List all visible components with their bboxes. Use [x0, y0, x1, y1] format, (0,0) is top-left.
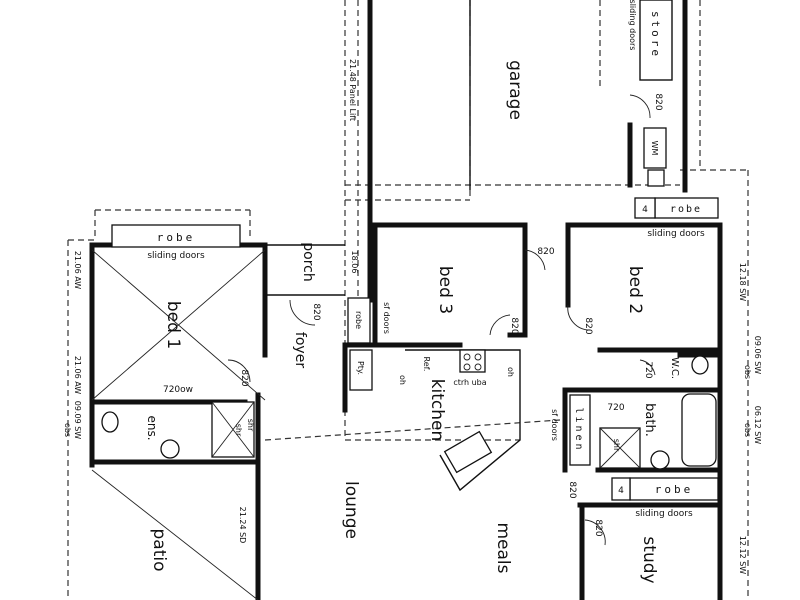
ens-toilet — [101, 411, 119, 433]
wm-box — [643, 127, 667, 169]
label-ref: Ref. — [422, 357, 431, 372]
room-patio: patio — [149, 529, 169, 572]
cooktop — [459, 349, 486, 373]
wc-toilet — [691, 355, 709, 375]
room-bed3: bed 3 — [435, 266, 455, 314]
walls — [89, 0, 723, 600]
ens-basin — [160, 439, 180, 459]
label-pty: Pty. — [356, 361, 365, 375]
label-sliding-doors-bed1: sliding doors — [147, 251, 205, 261]
label-sf-doors-linen: sf doors — [550, 409, 559, 441]
room-garage: garage — [505, 60, 525, 120]
pantry — [349, 349, 373, 391]
door-820-foyer: 820 — [311, 303, 321, 320]
label-wm: WM — [650, 141, 659, 156]
room-bed2: bed 2 — [625, 266, 645, 314]
room-bath: bath. — [642, 403, 657, 437]
label-sliding-doors-bed2: sliding doors — [647, 229, 705, 239]
label-sliding-doors-store: sliding doors — [628, 0, 637, 50]
room-kitchen: kitchen — [427, 379, 447, 442]
linen-cupboard — [569, 394, 591, 466]
label-wc: W.C. — [669, 357, 680, 379]
label-oh: oh — [398, 375, 407, 385]
dim-left-low: 09.09 SW — [73, 401, 82, 440]
label-shr-kitchen: shr — [246, 419, 255, 432]
room-ens: ens. — [145, 415, 159, 440]
label-oh2: oh — [506, 367, 515, 377]
door-720-bath: 720 — [607, 403, 624, 413]
dim-left-top: 21.06 AW — [73, 251, 82, 289]
num-4-top: 4 — [642, 205, 648, 215]
door-720-wc: 720 — [643, 361, 653, 378]
room-porch: porch — [300, 242, 316, 281]
robe-bed1 — [111, 224, 241, 248]
room-study: study — [639, 536, 659, 583]
door-820-garage: 820 — [653, 93, 663, 110]
room-bed1: bed 1 — [163, 301, 183, 349]
dim-right-mid: 09.06 SW — [753, 336, 762, 375]
bed1-diagonals — [91, 249, 266, 600]
dim-patio: 21.24 SD — [238, 507, 247, 544]
robe-bed3 — [347, 297, 371, 344]
label-sf-doors-bed3: sf doors — [382, 302, 391, 334]
dim-right-top: 12.18 SW — [738, 263, 747, 302]
door-720-ens: 720ow — [163, 385, 193, 395]
label-robe-bed2: robe — [670, 204, 702, 215]
room-lounge: lounge — [341, 481, 361, 539]
obs-right-low: obs — [743, 423, 752, 437]
room-foyer: foyer — [292, 332, 308, 368]
door-820-bed3: 820 — [509, 317, 519, 334]
dim-porch: 18.06 — [350, 251, 359, 274]
dim-left-mid: 21.06 AW — [73, 356, 82, 394]
label-robe-bed3: robe — [354, 311, 363, 329]
room-store: store — [649, 11, 662, 59]
label-robe-study: robe — [655, 483, 694, 496]
label-shr-ens: shr — [234, 424, 243, 437]
room-labels: garage bed 1 bed 3 bed 2 porch foyer kit… — [145, 11, 702, 584]
door-820-study: 820 — [593, 519, 603, 536]
door-820-bed2: 820 — [583, 317, 593, 334]
annotations: sliding doors sliding doors sliding door… — [63, 0, 762, 574]
fixtures — [101, 94, 719, 546]
door-820-study2: 820 — [567, 481, 577, 498]
label-panel-lift: 21.48 Panel Lift — [348, 59, 357, 121]
label-sliding-doors-study: sliding doors — [635, 509, 693, 519]
num-4-study: 4 — [618, 486, 624, 496]
bathtub — [681, 393, 717, 467]
kitchen-sink — [443, 430, 493, 474]
dim-right-bottom: 12.12 SW — [738, 536, 747, 575]
label-shr-bath: shr — [612, 439, 621, 452]
obs-right-mid: obs — [743, 365, 752, 379]
label-linen: linen — [573, 407, 584, 452]
bath-basin — [650, 450, 670, 470]
dim-right-low: 06.12 SW — [753, 406, 762, 445]
label-robe-bed1: robe — [157, 231, 196, 244]
label-ctrh-uba: ctrh uba — [453, 378, 486, 387]
door-820-bed1: 820 — [239, 369, 249, 386]
room-meals: meals — [493, 522, 513, 573]
door-820-bed3-top: 820 — [537, 247, 554, 257]
obs-left: obs — [63, 423, 72, 437]
